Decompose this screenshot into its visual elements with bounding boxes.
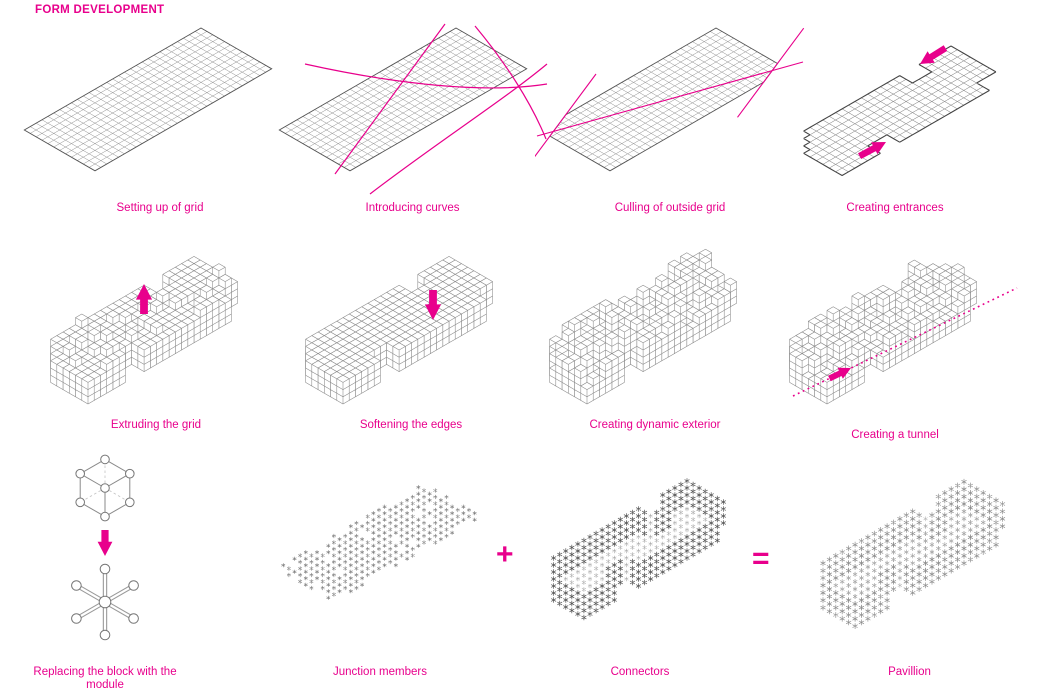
block-cell (81, 374, 95, 405)
page-title: FORM DEVELOPMENT (35, 4, 165, 16)
grid-border (278, 27, 528, 172)
caption-culling-outside-grid: Culling of outside grid (614, 202, 726, 214)
curve-line (369, 63, 548, 195)
module-center-node (98, 595, 112, 609)
caption-extruding-the-grid: Extruding the grid (110, 419, 202, 431)
curve-line (304, 63, 548, 89)
block-node (100, 483, 110, 493)
caption-replacing-block: Replacing the block with the module (33, 666, 177, 692)
caption-junction-members: Junction members (333, 666, 427, 678)
curve-line (474, 25, 547, 140)
tunnel-arrow-icon (828, 367, 851, 382)
caption-creating-entrances: Creating entrances (846, 202, 944, 214)
equals-operator: = (752, 542, 770, 575)
replace-arrow-icon (97, 530, 113, 556)
plan-boundary (803, 45, 997, 176)
plus-operator: + (496, 538, 514, 571)
panel-softening-the-edges: Softening the edges (281, 232, 541, 431)
tunnel-dotted-line (792, 287, 1018, 397)
caption-pavillion: Pavillion (888, 666, 931, 678)
block-cell (820, 374, 834, 405)
block-cell (580, 382, 594, 405)
grid-lines (549, 28, 778, 171)
block-node (100, 511, 110, 522)
connector-marks (557, 485, 714, 613)
panel-pavillion: Pavillion (782, 450, 1037, 678)
caption-connectors: Connectors (610, 666, 670, 678)
connector-edge-marks (551, 478, 726, 621)
panel-introducing-curves: Introducing curves (275, 22, 550, 214)
block-cell (392, 342, 406, 372)
soften-down-arrow-icon (424, 290, 442, 320)
block-node (125, 497, 135, 508)
block-cell (876, 349, 890, 372)
panel-extruding-the-grid: Extruding the grid (26, 232, 286, 431)
grid-lines (24, 27, 272, 172)
pavillion-marks (827, 486, 992, 622)
panel-replacing-block: Replacing the block with the module (30, 450, 180, 691)
panel-junction-members: Junction members (270, 450, 490, 678)
curves-over-grid-drawing (278, 23, 548, 195)
panel-creating-entrances: Creating entrances (770, 22, 1020, 214)
culled-border (549, 27, 779, 172)
plan-cells (803, 45, 997, 176)
panel-connectors: Connectors (515, 450, 765, 678)
caption-dynamic-exterior: Creating dynamic exterior (589, 419, 721, 431)
panel-setting-up-of-grid: Setting up of grid (20, 22, 300, 214)
pavillion-drawing (820, 478, 1006, 629)
caption-creating-a-tunnel: Creating a tunnel (851, 429, 939, 441)
panel-culling-outside-grid: Culling of outside grid (535, 22, 805, 214)
block-cell (137, 342, 151, 372)
curve-line (334, 23, 446, 175)
caption-setting-up-of-grid: Setting up of grid (116, 202, 204, 214)
junction-members-drawing (281, 485, 477, 600)
block-to-module-drawing (71, 454, 139, 641)
entrance-arrow-top-icon (920, 45, 948, 64)
caption-introducing-curves: Introducing curves (365, 202, 460, 214)
entrance-arrow-bottom-icon (858, 142, 886, 159)
module-node (99, 563, 111, 575)
cube-edges (79, 458, 131, 518)
panel-dynamic-exterior: Creating dynamic exterior (525, 232, 785, 431)
module-node (128, 613, 139, 624)
clipped-grid (549, 28, 778, 171)
module-node (71, 580, 82, 591)
connectors-drawing (551, 478, 726, 621)
dynamic-exterior-mass-drawing (549, 248, 737, 405)
block-cell (336, 374, 350, 405)
extruded-mass-drawing (50, 256, 238, 405)
panel-creating-a-tunnel: Creating a tunnel (765, 232, 1025, 441)
block-node (75, 497, 86, 508)
pavillion-edge-marks (820, 478, 1006, 629)
block-node (100, 454, 110, 465)
grid-lines (279, 27, 527, 172)
block-node (75, 468, 86, 479)
module-node (71, 613, 82, 624)
culled-grid-drawing (535, 27, 805, 172)
module-node (128, 580, 139, 591)
cut-lines (535, 27, 805, 158)
grid-border (23, 27, 273, 172)
entrances-plan-drawing (803, 45, 997, 176)
junction-marks (281, 485, 477, 600)
caption-softening-the-edges: Softening the edges (359, 419, 463, 431)
grid-plane-drawing (23, 27, 273, 172)
block-cell (636, 335, 650, 372)
extrude-up-arrow-icon (135, 284, 153, 314)
softened-mass-drawing (305, 256, 493, 405)
module-node (99, 629, 111, 641)
block-node (125, 468, 135, 479)
tunnel-mass-drawing (789, 259, 1018, 405)
